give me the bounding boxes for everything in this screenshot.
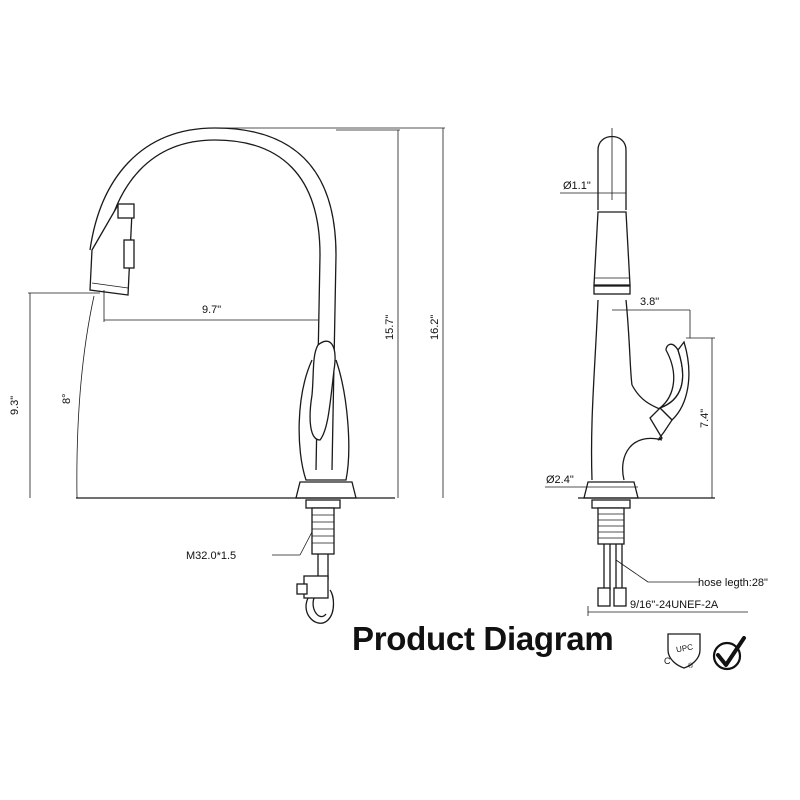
- label-total-height-outer: 16.2": [429, 315, 441, 340]
- front-view-faucet: [76, 127, 395, 624]
- side-view-faucet: [578, 135, 715, 607]
- label-spout-reach: 9.7": [202, 304, 221, 316]
- label-handle-reach: 3.8": [640, 296, 659, 308]
- label-base-diameter: Ø2.4": [546, 474, 574, 486]
- label-hose-length: hose legth:28": [698, 577, 768, 589]
- side-dimension-lines: [545, 128, 748, 616]
- front-dimension-lines: [28, 127, 445, 556]
- label-front-thread: M32.0*1.5: [186, 550, 236, 562]
- cupc-c-text: C: [664, 656, 671, 666]
- label-connector-thread: 9/16"-24UNEF-2A: [630, 599, 719, 611]
- cupc-r-text: ®: [688, 662, 694, 670]
- label-spout-diameter: Ø1.1": [563, 180, 591, 192]
- side-dimension-labels: Ø1.1" 3.8" 7.4" Ø2.4" hose legth:28" 9/1…: [546, 180, 768, 611]
- cupc-upc-text: UPC: [675, 642, 693, 654]
- label-total-height-inner: 15.7": [384, 315, 396, 340]
- front-dimension-labels: 9.7" 9.3" 8° 15.7" 16.2" M32.0*1.5: [9, 304, 441, 562]
- checkmark-certification-icon: [712, 636, 746, 671]
- label-handle-height: 7.4": [699, 409, 711, 428]
- page-title: Product Diagram: [352, 620, 614, 657]
- label-spout-height-inner: 8°: [61, 393, 73, 404]
- label-spout-height-outer: 9.3": [9, 396, 21, 415]
- cupc-certification-mark: UPC C ®: [664, 633, 701, 670]
